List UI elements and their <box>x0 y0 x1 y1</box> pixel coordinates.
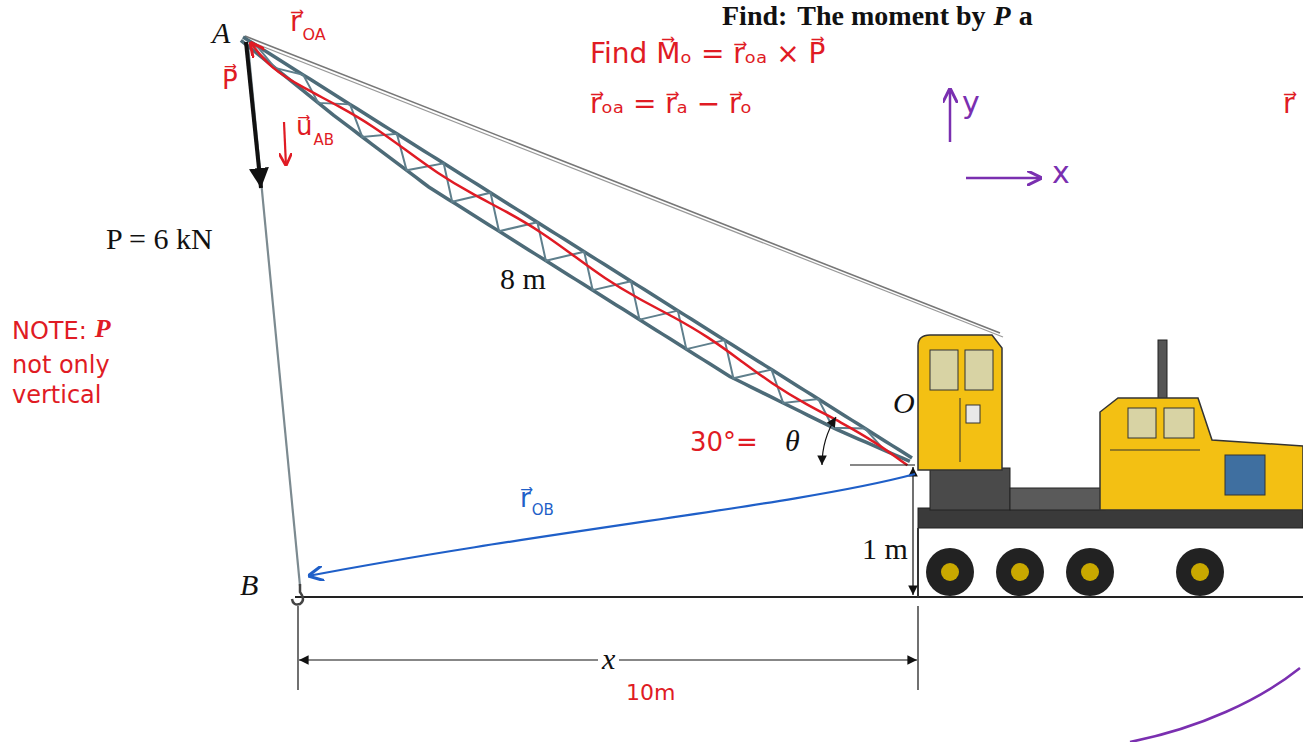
truck <box>965 350 993 390</box>
truck <box>930 350 958 390</box>
truck <box>996 548 1044 596</box>
truck <box>960 398 961 462</box>
crane-boom <box>256 45 884 450</box>
truck <box>1225 455 1265 495</box>
coordinate-axes <box>949 88 952 142</box>
problem-heading: P <box>994 0 1011 32</box>
problem-heading: Find: <box>722 0 787 32</box>
dimension-label: 1 m <box>862 532 908 567</box>
problem-heading: a <box>1019 0 1033 32</box>
vector-subscript: OA <box>303 26 326 44</box>
truck <box>917 528 919 597</box>
vector-label: r⃗ <box>290 6 302 38</box>
angle-label: θ <box>785 424 800 459</box>
problem-heading: The moment by <box>797 0 985 32</box>
force-arrow <box>246 42 261 188</box>
boom-cable <box>246 40 1003 337</box>
truck <box>1158 340 1167 405</box>
truck <box>1110 450 1200 451</box>
handwritten-note: P⃗ <box>95 314 131 344</box>
load-rope <box>292 584 303 604</box>
crane-boom <box>243 37 912 458</box>
truck <box>1164 408 1194 438</box>
dimension-label: 8 m <box>500 262 546 297</box>
truck <box>918 508 1303 528</box>
truck <box>1011 563 1029 581</box>
coordinate-axes <box>1130 668 1300 742</box>
handwritten-equation: r⃗ₒₐ = r⃗ₐ − r⃗ₒ <box>590 88 752 120</box>
force-label: P = 6 kN <box>106 222 213 257</box>
distance-dimension <box>297 606 298 690</box>
truck <box>1128 408 1156 438</box>
axis-label: y <box>962 86 980 121</box>
angle-dimension <box>850 464 915 465</box>
ground-line <box>295 596 1303 598</box>
unit-vector-arrow <box>284 122 286 166</box>
crane-boom <box>241 37 912 461</box>
truck <box>1010 488 1105 510</box>
handwritten-equation: r⃗ <box>1283 88 1295 120</box>
truck <box>918 335 1303 597</box>
position-vector <box>308 474 915 576</box>
truck <box>930 468 1010 510</box>
truck <box>1100 398 1303 510</box>
crane-boom <box>241 40 910 461</box>
handwritten-value: 10m <box>626 680 675 705</box>
position-vector <box>250 42 907 465</box>
handwritten-note: NOTE: <box>12 318 87 346</box>
truck <box>1191 563 1209 581</box>
truck <box>918 335 1002 470</box>
coordinate-axes <box>966 177 1042 180</box>
dimension-label: x <box>598 642 619 677</box>
truck <box>926 548 974 596</box>
handwritten-note: not only vertical <box>12 350 132 410</box>
handwritten-equation: Find M⃗ₒ = r⃗ₒₐ × P⃗ <box>590 38 825 70</box>
vector-subscript: AB <box>313 132 334 149</box>
truck <box>941 563 959 581</box>
coordinate-axes <box>950 88 1300 742</box>
vector-subscript: OB <box>532 502 554 519</box>
handwritten-angle: 30°= <box>690 428 758 458</box>
point-label: O <box>893 386 915 421</box>
point-label: B <box>240 568 258 603</box>
angle-dimension <box>822 417 836 465</box>
vector-label: u⃗ <box>296 112 312 142</box>
truck <box>1066 548 1114 596</box>
angle-dimension <box>822 417 915 465</box>
boom-cable <box>245 36 1003 337</box>
truck <box>966 405 980 423</box>
distance-dimension <box>917 606 918 690</box>
truck <box>1081 563 1099 581</box>
height-dimension <box>912 467 913 595</box>
vector-label: r⃗ <box>520 484 531 514</box>
vector-label: P⃗ <box>222 66 238 96</box>
position-vector <box>250 42 907 465</box>
truck <box>1176 548 1224 596</box>
point-label: A <box>212 16 230 51</box>
axis-label: x <box>1052 156 1070 191</box>
distance-dimension <box>298 606 918 690</box>
